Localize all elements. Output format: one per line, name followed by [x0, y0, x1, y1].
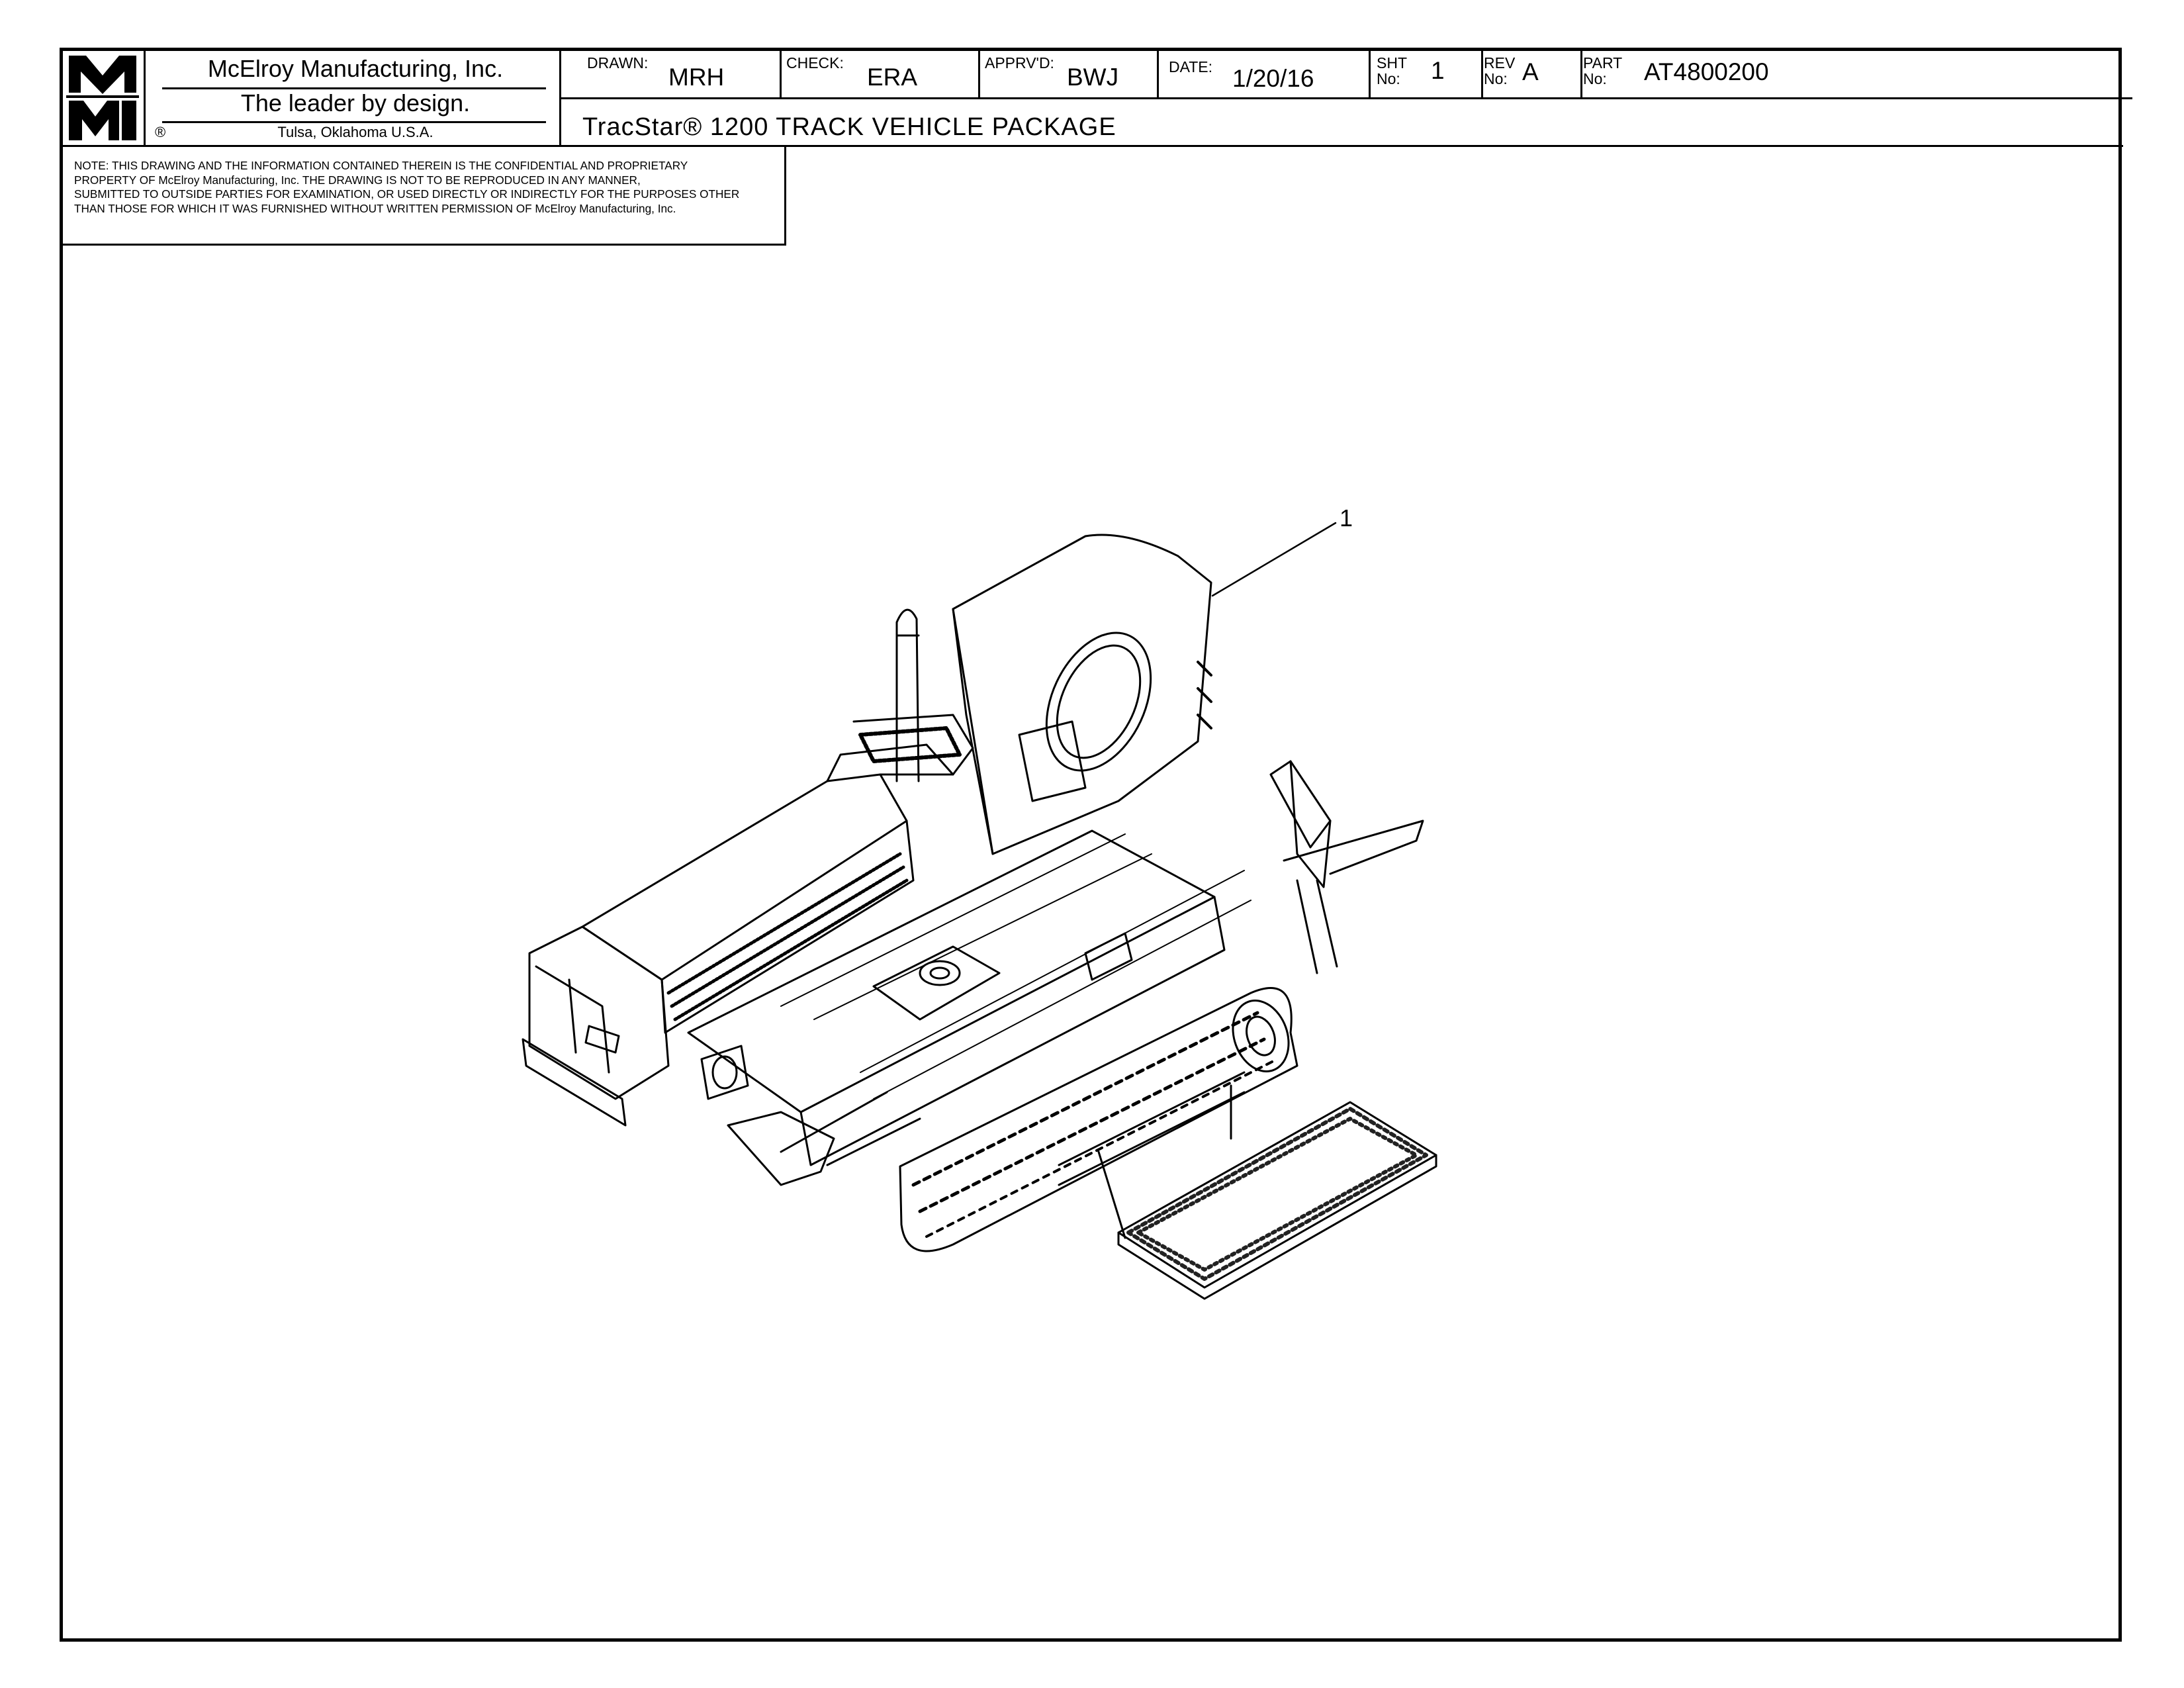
approved-label: APPRV'D:: [985, 54, 1054, 71]
field-divider-4: [1369, 49, 1371, 98]
drawing-frame: [60, 48, 2122, 1642]
item-callout-1: 1: [1340, 504, 1353, 532]
frame-rails: [687, 829, 1251, 1186]
step-platform: [1058, 1071, 1437, 1300]
rev-label-1: REV: [1484, 54, 1516, 71]
date-label: DATE:: [1169, 58, 1213, 75]
track-assembly: [899, 987, 1298, 1252]
drawn-label: DRAWN:: [587, 54, 649, 71]
mmi-logo-mark: [66, 56, 139, 140]
field-divider-2: [978, 49, 980, 98]
rev-label-2: No:: [1484, 70, 1508, 87]
rear-mast: [1269, 760, 1424, 974]
field-divider-6: [1580, 49, 1582, 98]
company-divider-2: [162, 121, 546, 123]
registered-mark: ®: [155, 124, 166, 140]
note-line-4: THAN THOSE FOR WHICH IT WAS FURNISHED WI…: [74, 201, 676, 215]
company-name: McElroy Manufacturing, Inc.: [207, 55, 504, 82]
drawn-value: MRH: [668, 64, 725, 91]
logo-divider: [144, 49, 146, 146]
drawing-title: TracStar® 1200 TRACK VEHICLE PACKAGE: [582, 113, 1116, 141]
date-value: 1/20/16: [1232, 65, 1314, 92]
field-divider-5: [1481, 49, 1483, 98]
titleblock-bottom-line: [61, 145, 2123, 147]
check-value: ERA: [867, 64, 918, 91]
note-line-2: PROPERTY OF McElroy Manufacturing, Inc. …: [74, 173, 641, 187]
company-divider-1: [162, 87, 546, 89]
sheet-label-2: No:: [1377, 70, 1400, 87]
note-line-3: SUBMITTED TO OUTSIDE PARTIES FOR EXAMINA…: [74, 187, 740, 201]
cab-housing: [952, 534, 1212, 855]
approved-value: BWJ: [1067, 64, 1119, 91]
front-grille: [522, 925, 670, 1127]
company-divider-v: [559, 49, 561, 146]
confidentiality-note: NOTE: THIS DRAWING AND THE INFORMATION C…: [74, 159, 782, 216]
sheet-label-1: SHT: [1377, 54, 1407, 71]
sheet-value: 1: [1431, 57, 1445, 84]
note-box: [61, 145, 786, 246]
exhaust-stack: [895, 608, 920, 782]
company-slogan: The leader by design.: [240, 89, 471, 117]
engine-hood: [581, 714, 974, 1034]
company-logo: [66, 53, 139, 143]
callout-leader: [1211, 522, 1337, 597]
titleblock-mid-line: [559, 97, 2123, 99]
field-divider-3: [1157, 49, 1159, 98]
part-label-1: PART: [1583, 54, 1623, 71]
field-divider-1: [780, 49, 782, 98]
tick-right: [2123, 97, 2132, 99]
rev-value: A: [1522, 58, 1539, 85]
company-city: Tulsa, Oklahoma U.S.A.: [277, 124, 433, 140]
check-label: CHECK:: [786, 54, 844, 71]
part-label-2: No:: [1583, 70, 1607, 87]
note-line-1: NOTE: THIS DRAWING AND THE INFORMATION C…: [74, 159, 688, 172]
control-details: [700, 932, 1133, 1100]
part-number: AT4800200: [1644, 58, 1769, 85]
